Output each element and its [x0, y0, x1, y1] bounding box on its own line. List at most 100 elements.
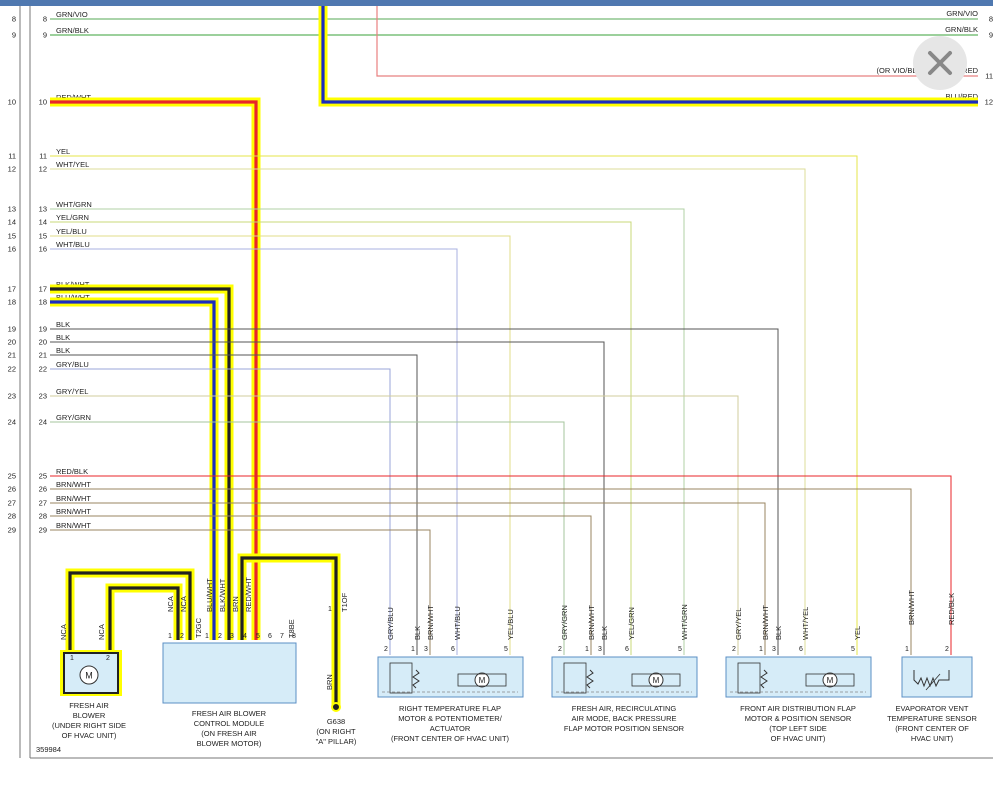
- front-distribution-flap-pin-1: 1: [759, 646, 763, 653]
- wire-blu-red: [321, 6, 978, 104]
- wire-label-28: BRN/WHT: [56, 507, 91, 516]
- wire-nca-1: [68, 571, 192, 660]
- right-temp-flap-wire-1: BLK: [413, 626, 422, 640]
- fresh-recirc-flap-box: [551, 656, 698, 698]
- close-button[interactable]: [913, 36, 967, 90]
- wire: [50, 221, 632, 655]
- module-wire-brn: BRN: [231, 596, 240, 612]
- wire-label-29: BRN/WHT: [56, 521, 91, 530]
- wire-label-19: BLK: [56, 320, 70, 329]
- right-temp-flap-name: (FRONT CENTER OF HVAC UNIT): [391, 734, 510, 743]
- fresh-recirc-flap-motor-letter: M: [653, 676, 660, 685]
- blower-motor-letter: M: [85, 671, 93, 681]
- right-temp-flap-wire-3: WHT/BLU: [453, 606, 462, 640]
- wire: [50, 235, 511, 655]
- module-connector-t8be: T8BE: [287, 619, 296, 638]
- right-wire-label-8: GRN/VIO: [946, 9, 978, 18]
- wire: [50, 421, 565, 655]
- fresh-air-blower-name: OF HVAC UNIT): [62, 731, 117, 740]
- outer-pin-number-18: 18: [8, 298, 16, 307]
- right-temp-flap-pin-6: 6: [451, 646, 455, 653]
- wire: [50, 502, 766, 655]
- g638-name: G638: [327, 717, 345, 726]
- front-distribution-flap-wire-1: BRN/WHT: [761, 605, 770, 640]
- pin-number-23: 23: [39, 392, 47, 401]
- wire-label-20: BLK: [56, 333, 70, 342]
- front-distribution-flap-motor-letter: M: [827, 676, 834, 685]
- evap-pin-1: 1: [905, 646, 909, 653]
- pin-number-14: 14: [39, 218, 47, 227]
- module-pin-3: 2: [218, 633, 222, 640]
- right-temp-flap-wire-2: BRN/WHT: [426, 605, 435, 640]
- thermistor-arrow: [925, 673, 941, 691]
- right-temp-flap-wire-4: YEL/BLU: [506, 609, 515, 640]
- right-temp-flap-pot-symbol: [412, 669, 420, 689]
- outer-pin-number-8: 8: [12, 15, 16, 24]
- fresh-recirc-flap-wire-2: BLK: [600, 626, 609, 640]
- wire: [50, 248, 458, 655]
- outer-pin-number-28: 28: [8, 512, 16, 521]
- front-distribution-flap-pin-6: 6: [799, 646, 803, 653]
- wire-label-27: BRN/WHT: [56, 494, 91, 503]
- ground-pin: 1: [328, 606, 332, 613]
- right-temp-flap-box: [377, 656, 524, 698]
- evaporator-sensor-name: HVAC UNIT): [911, 734, 954, 743]
- diagram-id: 359984: [36, 745, 61, 754]
- wire: [50, 475, 952, 655]
- g638-name: (ON RIGHT: [316, 727, 356, 736]
- wire: [50, 208, 685, 655]
- blower-module-name: BLOWER MOTOR): [197, 739, 262, 748]
- wire-label-22: GRY/BLU: [56, 360, 89, 369]
- pin-number-10: 10: [39, 98, 47, 107]
- pin-number-27: 27: [39, 499, 47, 508]
- outer-pin-number-29: 29: [8, 526, 16, 535]
- evap-wire-brn-wht: BRN/WHT: [907, 590, 916, 625]
- evap-pin-2: 2: [945, 646, 949, 653]
- right-temp-flap-pin-5: 5: [504, 646, 508, 653]
- module-pin-6: 5: [256, 633, 260, 640]
- wire-nca-2: [108, 586, 180, 660]
- right-temp-flap-motor-frame: [457, 673, 507, 687]
- module-pin-4: 3: [230, 633, 234, 640]
- front-distribution-flap-wire-2: BLK: [774, 626, 783, 640]
- pin-number-26: 26: [39, 485, 47, 494]
- blower-wire-label-1: NCA: [59, 624, 68, 640]
- pin-number-22: 22: [39, 365, 47, 374]
- right-temp-flap-name: MOTOR & POTENTIOMETER/: [398, 714, 503, 723]
- front-distribution-flap-wire-3: WHT/YEL: [801, 607, 810, 640]
- front-distribution-flap-box: [725, 656, 872, 698]
- wire: [50, 515, 592, 655]
- outer-pin-number-10: 10: [8, 98, 16, 107]
- pin-number-15: 15: [39, 232, 47, 241]
- blower-pin-2: 2: [106, 655, 110, 662]
- fresh-recirc-flap-motor-frame: [631, 673, 681, 687]
- ground-point: [331, 702, 341, 712]
- front-distribution-flap-name: MOTOR & POSITION SENSOR: [745, 714, 852, 723]
- fresh-recirc-flap-pin-3: 3: [598, 646, 602, 653]
- pin-number-13: 13: [39, 205, 47, 214]
- blower-motor-symbol: [79, 665, 99, 685]
- wire: [50, 368, 391, 655]
- right-temp-flap-pin-1: 1: [411, 646, 415, 653]
- fresh-air-blower-name: BLOWER: [73, 711, 106, 720]
- evaporator-sensor-name: (FRONT CENTER OF: [895, 724, 969, 733]
- g638-name: "A" PILLAR): [316, 737, 357, 746]
- right-temp-flap-wire-0: GRY/BLU: [386, 607, 395, 640]
- blower-wire-label-2: NCA: [97, 624, 106, 640]
- module-pin-0: 1: [168, 633, 172, 640]
- wire-blk-wht: [50, 287, 231, 640]
- fresh-recirc-flap-name: FLAP MOTOR POSITION SENSOR: [564, 724, 685, 733]
- fresh-recirc-flap-pin-2: 2: [558, 646, 562, 653]
- outer-pin-number-27: 27: [8, 499, 16, 508]
- pin-number-9: 9: [43, 31, 47, 40]
- fresh-recirc-flap-pot-symbol: [586, 669, 594, 689]
- evaporator-sensor-name: TEMPERATURE SENSOR: [887, 714, 977, 723]
- outer-pin-number-17: 17: [8, 285, 16, 294]
- ground-connector: T1OF: [340, 592, 349, 612]
- module-pin-5: 4: [243, 633, 247, 640]
- front-distribution-flap-name: OF HVAC UNIT): [771, 734, 826, 743]
- front-distribution-flap-motor-frame: [805, 673, 855, 687]
- pin-number-29: 29: [39, 526, 47, 535]
- wire-label-14: YEL/GRN: [56, 213, 89, 222]
